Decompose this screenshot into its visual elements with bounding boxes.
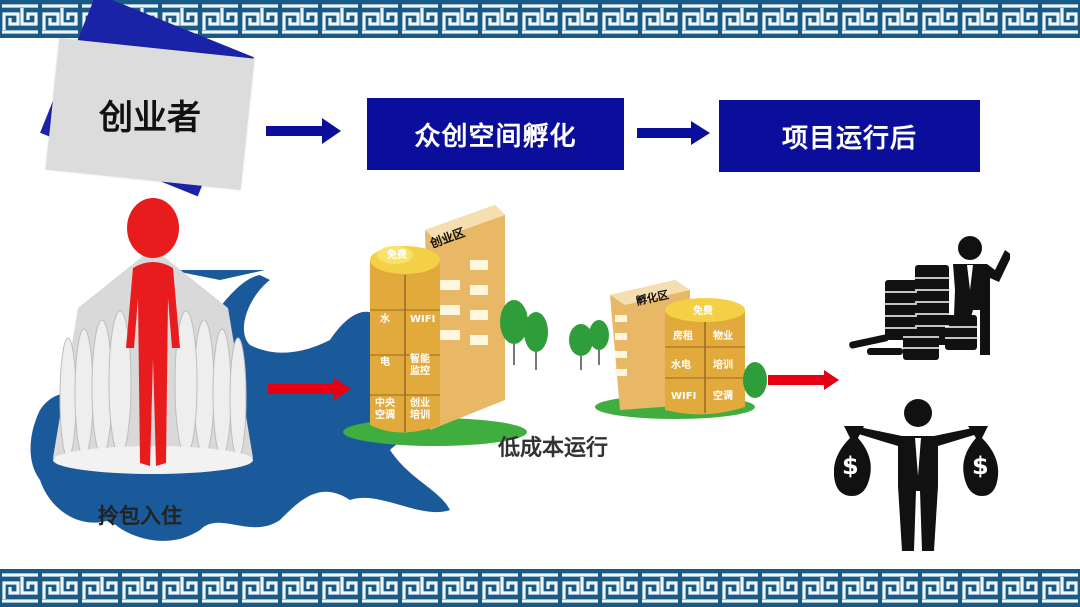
crowd-leader-illustration bbox=[53, 198, 253, 474]
svg-text:免费: 免费 bbox=[693, 304, 713, 317]
money-bags-businessman-icon: $ $ bbox=[834, 399, 999, 551]
svg-text:房租: 房租 bbox=[673, 329, 693, 342]
coin-stack-businessman-icon bbox=[849, 236, 1010, 360]
incubator-zone-building-illustration: 免费 房租 物业 水电 培训 WIFI 空调 孵化区 bbox=[569, 280, 767, 419]
svg-text:智能: 智能 bbox=[410, 352, 430, 365]
svg-text:创业: 创业 bbox=[409, 396, 430, 409]
step-incubation-label: 众创空间孵化 bbox=[414, 121, 577, 152]
svg-text:物业: 物业 bbox=[713, 329, 733, 342]
svg-text:监控: 监控 bbox=[410, 364, 430, 377]
svg-text:中央: 中央 bbox=[375, 396, 396, 409]
svg-text:水: 水 bbox=[379, 312, 391, 325]
svg-text:培训: 培训 bbox=[410, 408, 430, 421]
step-incubation-box: 众创空间孵化 bbox=[367, 98, 624, 170]
svg-text:WIFI: WIFI bbox=[410, 314, 435, 325]
svg-text:WIFI: WIFI bbox=[671, 391, 696, 402]
svg-text:$: $ bbox=[842, 452, 859, 480]
meander-pattern-icon bbox=[0, 569, 1080, 607]
step-entrepreneur-label: 创业者 bbox=[99, 97, 201, 138]
caption-low-cost-operation: 低成本运行 bbox=[498, 436, 609, 461]
red-arrow-right-icon bbox=[268, 378, 351, 400]
svg-text:水电: 水电 bbox=[670, 358, 691, 371]
svg-text:空调: 空调 bbox=[713, 389, 733, 402]
svg-text:空调: 空调 bbox=[375, 408, 395, 421]
svg-text:电: 电 bbox=[380, 355, 390, 368]
svg-text:孵化区: 孵化区 bbox=[635, 287, 670, 308]
bottom-meander-border bbox=[0, 569, 1080, 607]
arrow-right-icon bbox=[266, 118, 341, 144]
svg-text:$: $ bbox=[972, 452, 989, 480]
svg-text:培训: 培训 bbox=[713, 358, 733, 371]
red-arrow-right-icon bbox=[768, 370, 839, 390]
arrow-right-icon bbox=[637, 121, 710, 145]
svg-text:免费: 免费 bbox=[387, 248, 407, 261]
step-after-launch-label: 项目运行后 bbox=[781, 123, 917, 154]
step-after-launch-box: 项目运行后 bbox=[719, 100, 980, 172]
caption-move-in-ready: 拎包入住 bbox=[98, 504, 182, 528]
